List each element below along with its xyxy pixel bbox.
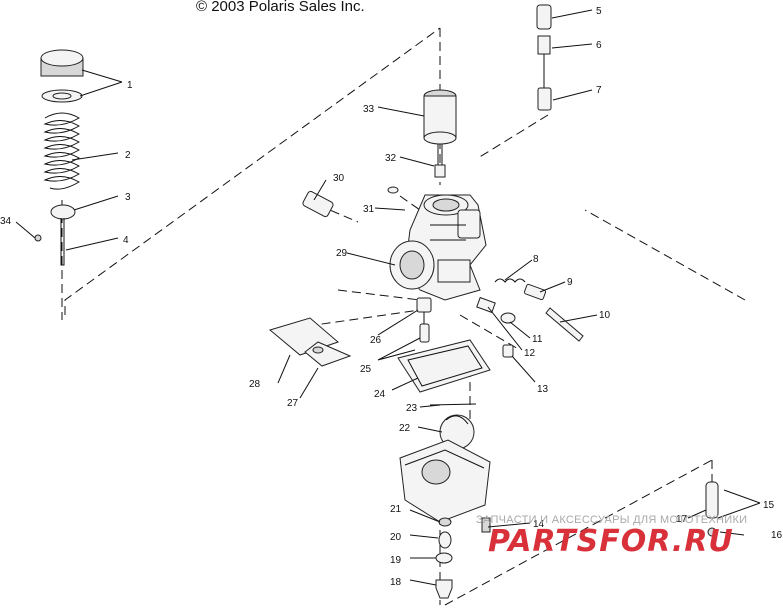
callout-22: 22 [399,423,411,434]
callout-8: 8 [533,254,539,265]
callout-19: 19 [390,555,402,566]
callout-labels: 1 2 3 4 5 6 7 8 9 10 11 12 13 14 15 16 1… [0,6,783,588]
callout-33: 33 [363,104,375,115]
spring-cap-assembly [40,49,84,103]
callout-9: 9 [567,277,573,288]
main-jet-assembly [416,297,432,343]
choke-plunger [302,186,399,218]
callout-4: 4 [123,235,129,246]
callout-7: 7 [596,85,602,96]
callout-12: 12 [524,348,536,359]
callout-25: 25 [360,364,372,375]
callout-18: 18 [390,577,402,588]
bowl-gasket [397,339,491,393]
throttle-slide [423,89,457,178]
callout-3: 3 [125,192,131,203]
callout-21: 21 [390,504,402,515]
callout-27: 27 [287,398,299,409]
watermark-tagline: ЗАПЧАСТИ И АКСЕССУАРЫ ДЛЯ МОТОТЕХНИКИ [476,514,748,526]
callout-26: 26 [370,335,382,346]
watermark-brand: PARTSFOR.RU [488,524,734,559]
callout-17: 17 [676,514,688,525]
needle-clip-and-needle [34,204,76,266]
callout-24: 24 [374,389,386,400]
callout-32: 32 [385,153,397,164]
copyright-notice: © 2003 Polaris Sales Inc. [196,0,365,15]
vent-tube [705,481,719,537]
callout-6: 6 [596,40,602,51]
callout-23: 23 [406,403,418,414]
callout-31: 31 [363,204,375,215]
callout-5: 5 [596,6,602,17]
pilot-screw-assembly [476,278,584,358]
adjuster-fittings [536,4,552,111]
callout-1: 1 [127,80,133,91]
callout-13: 13 [537,384,549,395]
callout-34: 34 [0,216,12,227]
callout-2: 2 [125,150,131,161]
leader-lines [15,9,761,586]
callout-10: 10 [599,310,611,321]
callout-14: 14 [533,519,545,530]
throttle-plate [268,317,352,367]
callout-16: 16 [771,530,783,541]
callout-28: 28 [249,379,261,390]
callout-11: 11 [532,334,543,345]
carburetor-body [389,194,487,301]
return-spring [43,112,80,190]
drain-fittings [435,517,453,599]
callout-30: 30 [333,173,345,184]
callout-29: 29 [336,248,348,259]
callout-20: 20 [390,532,402,543]
float-bowl [399,439,491,533]
callout-15: 15 [763,500,775,511]
